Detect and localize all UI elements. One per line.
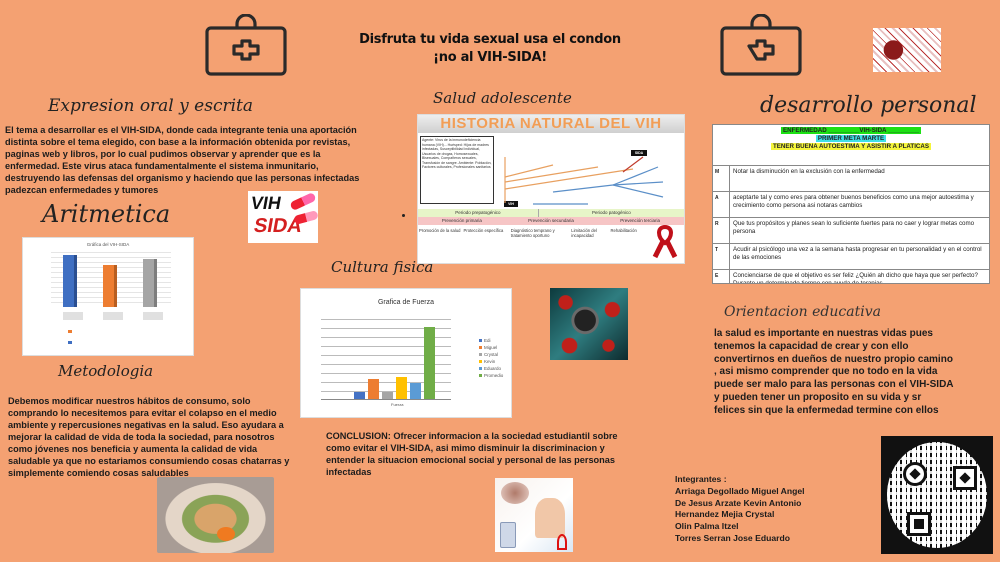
salud-heading: Salud adolescente [433, 89, 572, 107]
fuerza-plot-area [301, 319, 511, 400]
metodologia-text: Debemos modificar nuestros hábitos de co… [8, 396, 290, 478]
header-meta: PRIMER META MARTE [815, 135, 887, 142]
level: Rehabilitación [610, 228, 637, 233]
level: Limitación del incapacidad [571, 228, 597, 238]
chart-bar [382, 392, 393, 399]
legend-item: Eduardo [479, 365, 503, 372]
expresion-heading: Expresion oral y escrita [48, 96, 253, 116]
diagram-title: HISTORIA NATURAL DEL VIH [418, 115, 684, 133]
sida-badge: SIDA [631, 150, 647, 156]
orientacion-text: la salud es importante en nuestras vidas… [714, 328, 954, 416]
integrantes-list: Integrantes : Arriaga Degollado Miguel A… [675, 474, 875, 545]
chart-bar [368, 379, 379, 399]
member-name: Olin Palma Itzel [675, 521, 739, 532]
legend-swatch [68, 341, 72, 344]
table-row: R Que tus propósitos y planes sean lo su… [713, 217, 989, 243]
chart-bar [354, 392, 365, 399]
title-line-1: Disfruta tu vida sexual usa el condon [359, 32, 621, 47]
title-line-2: ¡no al VIH-SIDA! [433, 50, 547, 65]
header-enfermedad: ENFERMEDAD _________VIH-SIDA _________ [781, 127, 921, 134]
medical-kit-icon [205, 14, 287, 76]
food-plate-image [157, 477, 274, 553]
fuerza-chart-title: Grafica de Fuerza [377, 299, 435, 306]
chart-bar [103, 265, 117, 307]
bullet-dot [402, 214, 405, 217]
member-name: Hernandez Mejia Crystal [675, 509, 775, 520]
orientacion-heading: Orientacion educativa [724, 304, 881, 320]
legend-item: Promedio [479, 372, 503, 379]
prevention-row: Prevención primaria Prevención secundari… [418, 217, 684, 225]
legend-item: Kevin [479, 358, 503, 365]
legend-item: Crystal [479, 351, 503, 358]
legend-item: Edi [479, 337, 503, 344]
doctor-illustration-image [495, 478, 573, 552]
aritmetica-chart-title: Gráfica del VIH-SIDA [86, 242, 130, 247]
fuerza-chart: Grafica de Fuerza Fuerza Edi Miguel Crys… [300, 288, 512, 418]
level: Promoción de la salud [419, 228, 461, 233]
table-row: A aceptarte tal y como eres para obtener… [713, 191, 989, 217]
legend-item: Miguel [479, 344, 503, 351]
fuerza-xlabel: Fuerza [391, 402, 404, 407]
period-prepatogenico: Periodo prepatogénico [418, 209, 539, 217]
meta-marte-table: ENFERMEDAD _________VIH-SIDA _________ P… [712, 124, 990, 284]
member-name: De Jesus Arzate Kevin Antonio [675, 497, 802, 508]
diagram-arrows [504, 156, 664, 205]
chart-bar [63, 255, 77, 307]
ribbon-collage-image [873, 28, 941, 72]
table-row: E Concienciarse de que el objetivo es se… [713, 269, 989, 283]
page-title: Disfruta tu vida sexual usa el condon ¡n… [340, 31, 640, 67]
historia-natural-diagram: HISTORIA NATURAL DEL VIH Agente: Virus d… [417, 114, 685, 264]
table-header: ENFERMEDAD _________VIH-SIDA _________ P… [713, 125, 989, 165]
chart-bar [424, 327, 435, 399]
levels-row: Promoción de la salud Protección específ… [418, 227, 684, 239]
period-patogenico: Periodo patogénico [591, 210, 631, 215]
virus-image [550, 288, 628, 360]
legend-swatch [68, 330, 72, 333]
red-ribbon-icon [652, 224, 678, 259]
chart-bar [410, 383, 421, 399]
agent-box: Agente: Virus de la inmunodeficiencia hu… [420, 136, 494, 204]
member-name: Torres Serran Jose Eduardo [675, 532, 790, 543]
metodologia-heading: Metodologia [58, 362, 154, 380]
vih-sida-pills-image: VIH SIDA [248, 191, 318, 243]
conclusion-text: CONCLUSION: Ofrecer informacion a la soc… [326, 431, 618, 477]
vih-badge: VIH [504, 201, 518, 207]
member-name: Arriaga Degollado Miguel Angel [675, 485, 805, 496]
header-objetivo: TENER BUENA AUTOESTIMA Y ASISTIR A PLATI… [771, 143, 931, 150]
prevention-secundaria: Prevención secundaria [528, 218, 574, 223]
integrantes-label: Integrantes : [675, 474, 727, 484]
aritmetica-heading: Aritmetica [42, 200, 171, 228]
prevention-terciaria: Prevención terciaria [620, 218, 660, 223]
desarrollo-heading: desarrollo personal [760, 93, 977, 118]
chart-bar [396, 377, 407, 399]
qr-code[interactable] [881, 436, 993, 554]
expresion-text: El tema a desarrollar es el VIH-SIDA, do… [5, 125, 360, 195]
fuerza-legend: Edi Miguel Crystal Kevin Eduardo Promedi… [479, 337, 503, 379]
category-labels [63, 312, 173, 320]
qr-pattern [887, 442, 987, 548]
cultura-heading: Cultura fisica [331, 258, 434, 276]
periods-row: Periodo prepatogénico Periodo patogénico [418, 209, 684, 217]
chart-bar [143, 259, 157, 307]
fuerza-bars [351, 319, 451, 399]
aritmetica-plot-area [51, 252, 171, 307]
medical-kit-icon [720, 14, 802, 76]
aritmetica-chart: Gráfica del VIH-SIDA [22, 237, 194, 356]
level: Diagnóstico temprano y tratamiento oport… [510, 228, 555, 238]
prevention-primaria: Prevención primaria [441, 218, 482, 223]
level: Protección específica [463, 228, 504, 233]
